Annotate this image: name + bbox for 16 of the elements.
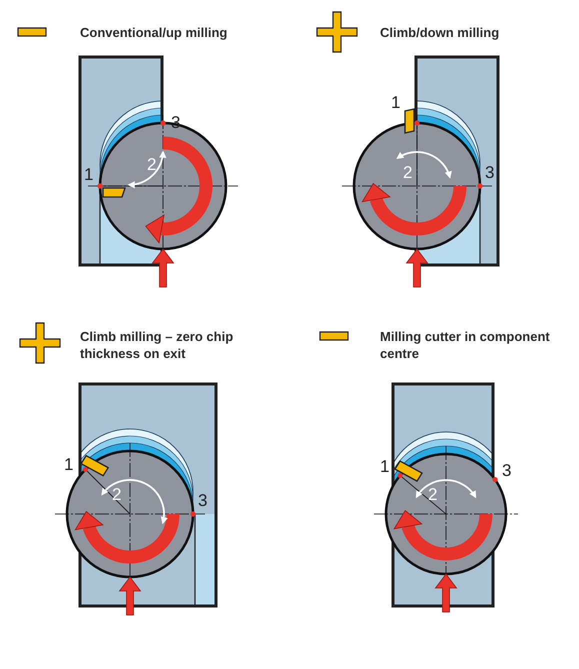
callout-number: 3 [198,492,208,509]
panel-title: Conventional/up milling [80,24,228,41]
callout-number: 1 [84,166,94,183]
panel-title: Climb milling – zero chip thickness on exit [80,328,234,362]
callout-number: 2 [428,486,438,503]
panel-title: Milling cutter in component centre [380,328,551,362]
callout-number: 2 [147,156,156,173]
callout-number: 1 [380,458,390,475]
callout-number: 2 [112,486,122,503]
callout-number: 2 [403,164,412,181]
callout-number: 1 [391,94,400,111]
callout-number: 3 [485,164,494,181]
panel-title: Climb/down milling [380,24,500,41]
callout-number: 3 [502,462,512,479]
callout-number: 3 [171,114,180,131]
callout-number: 1 [64,456,74,473]
